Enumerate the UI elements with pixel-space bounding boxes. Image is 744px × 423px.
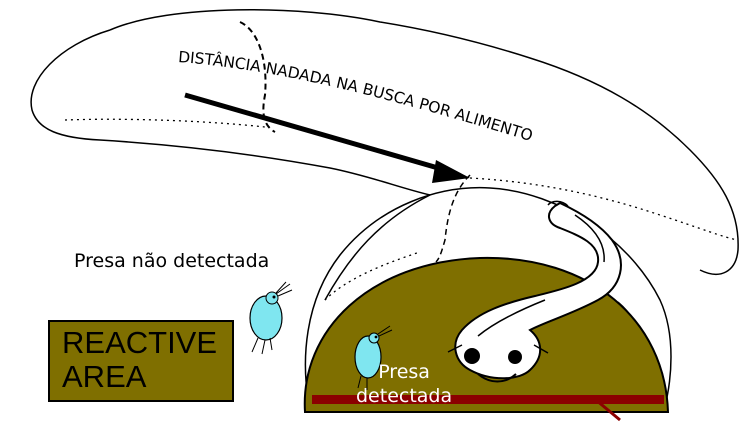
cross-section-dotted-2 bbox=[469, 177, 739, 241]
detected-prey-line2: detectada bbox=[356, 385, 453, 407]
detected-prey-label: Presa detectada bbox=[356, 360, 452, 408]
search-volume-outline bbox=[109, 9, 739, 275]
search-volume-outline-back bbox=[324, 194, 431, 301]
undetected-prey-label: Presa não detectada bbox=[74, 250, 270, 272]
base-support-line bbox=[595, 398, 621, 422]
arrow-icon bbox=[184, 92, 470, 183]
front-dome-inner-dashed bbox=[324, 251, 421, 301]
front-dome-outline bbox=[304, 186, 672, 411]
larval-fish-icon bbox=[447, 200, 622, 383]
undetected-zooplankton-icon bbox=[249, 281, 293, 355]
cross-section-dashed-2 bbox=[435, 174, 471, 263]
path-distance-label: DISTÂNCIA NADADA NA BUSCA POR ALIMENTO bbox=[178, 48, 535, 145]
cross-section-dotted-1 bbox=[64, 118, 266, 128]
reactive-area-line1: REACTIVE bbox=[62, 325, 218, 360]
reactive-area-base-bar bbox=[312, 395, 664, 404]
search-volume-outline-lower bbox=[30, 29, 431, 196]
cross-section-dashed-1 bbox=[239, 21, 276, 133]
reactive-area-legend-text: REACTIVE AREA bbox=[62, 326, 217, 394]
detected-prey-line1: Presa bbox=[378, 361, 430, 383]
reactive-area-line2: AREA bbox=[62, 359, 147, 394]
detected-zooplankton-icon bbox=[354, 325, 393, 390]
reactive-area-legend: REACTIVE AREA bbox=[48, 320, 234, 402]
